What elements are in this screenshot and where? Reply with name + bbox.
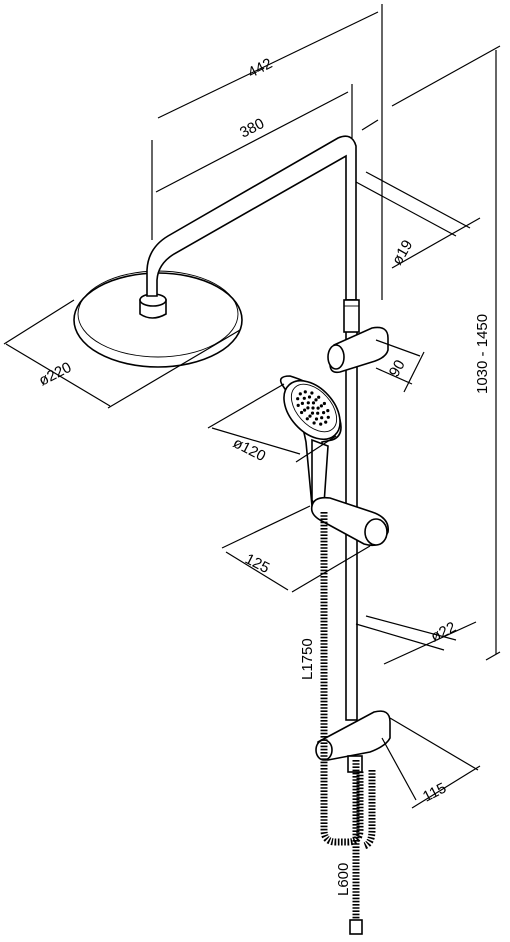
nozzle-dot — [303, 390, 307, 394]
nozzle-dot — [314, 417, 319, 421]
rain-shower-head — [73, 270, 243, 368]
nozzle-dot — [298, 392, 302, 396]
nozzle-dot — [316, 406, 320, 410]
dimension-lines — [3, 4, 501, 809]
nozzle-dot — [296, 403, 300, 407]
nozzle-dot — [317, 395, 321, 399]
nozzle-dot — [312, 421, 316, 425]
dim-height-range: 1030 - 1450 — [474, 314, 491, 394]
nozzle-dot — [316, 411, 320, 415]
dim-pipe-diameter-19: ø19 — [389, 237, 417, 268]
nozzle-dot — [326, 415, 330, 419]
dim-442: 442 — [245, 55, 275, 82]
dim-125: 125 — [242, 550, 272, 577]
nozzle-dot — [322, 411, 326, 415]
dim-hose-length-600: L600 — [335, 863, 352, 896]
nozzle-dot — [300, 410, 304, 415]
nozzle-dot — [311, 406, 315, 410]
nozzle-dot — [322, 401, 326, 406]
nozzle-dot — [311, 401, 316, 405]
nozzle-dot — [319, 404, 323, 408]
hand-shower-holder — [327, 326, 389, 374]
nozzle-dot — [308, 414, 312, 418]
nozzle-dot — [296, 397, 300, 401]
slide-bar-slider — [310, 496, 389, 547]
dim-hose-length-1750: L1750 — [299, 638, 316, 680]
spray-nozzles — [296, 390, 330, 426]
nozzle-dot — [319, 422, 323, 426]
shower-hose — [320, 512, 376, 935]
nozzle-dot — [310, 391, 314, 395]
dim-pipe-diameter-22: ø22 — [428, 619, 459, 646]
nozzle-dot — [306, 401, 310, 405]
dim-115: 115 — [420, 780, 449, 806]
dim-90: 90 — [386, 357, 409, 380]
nozzle-dot — [306, 406, 310, 410]
nozzle-dot — [320, 416, 324, 420]
nozzle-dot — [310, 411, 315, 415]
nozzle-dot — [307, 395, 312, 399]
nozzle-dot — [326, 409, 330, 413]
shower-arm — [146, 135, 357, 301]
nozzle-dot — [305, 417, 309, 421]
nozzle-dot — [303, 408, 307, 412]
nozzle-dot — [302, 396, 306, 400]
nozzle-dot — [314, 398, 318, 402]
nozzle-dot — [324, 420, 328, 424]
hand-shower — [279, 375, 342, 509]
dim-head-diameter-220: ø220 — [36, 359, 74, 390]
dim-380: 380 — [237, 115, 267, 142]
nozzle-dot — [300, 401, 304, 405]
